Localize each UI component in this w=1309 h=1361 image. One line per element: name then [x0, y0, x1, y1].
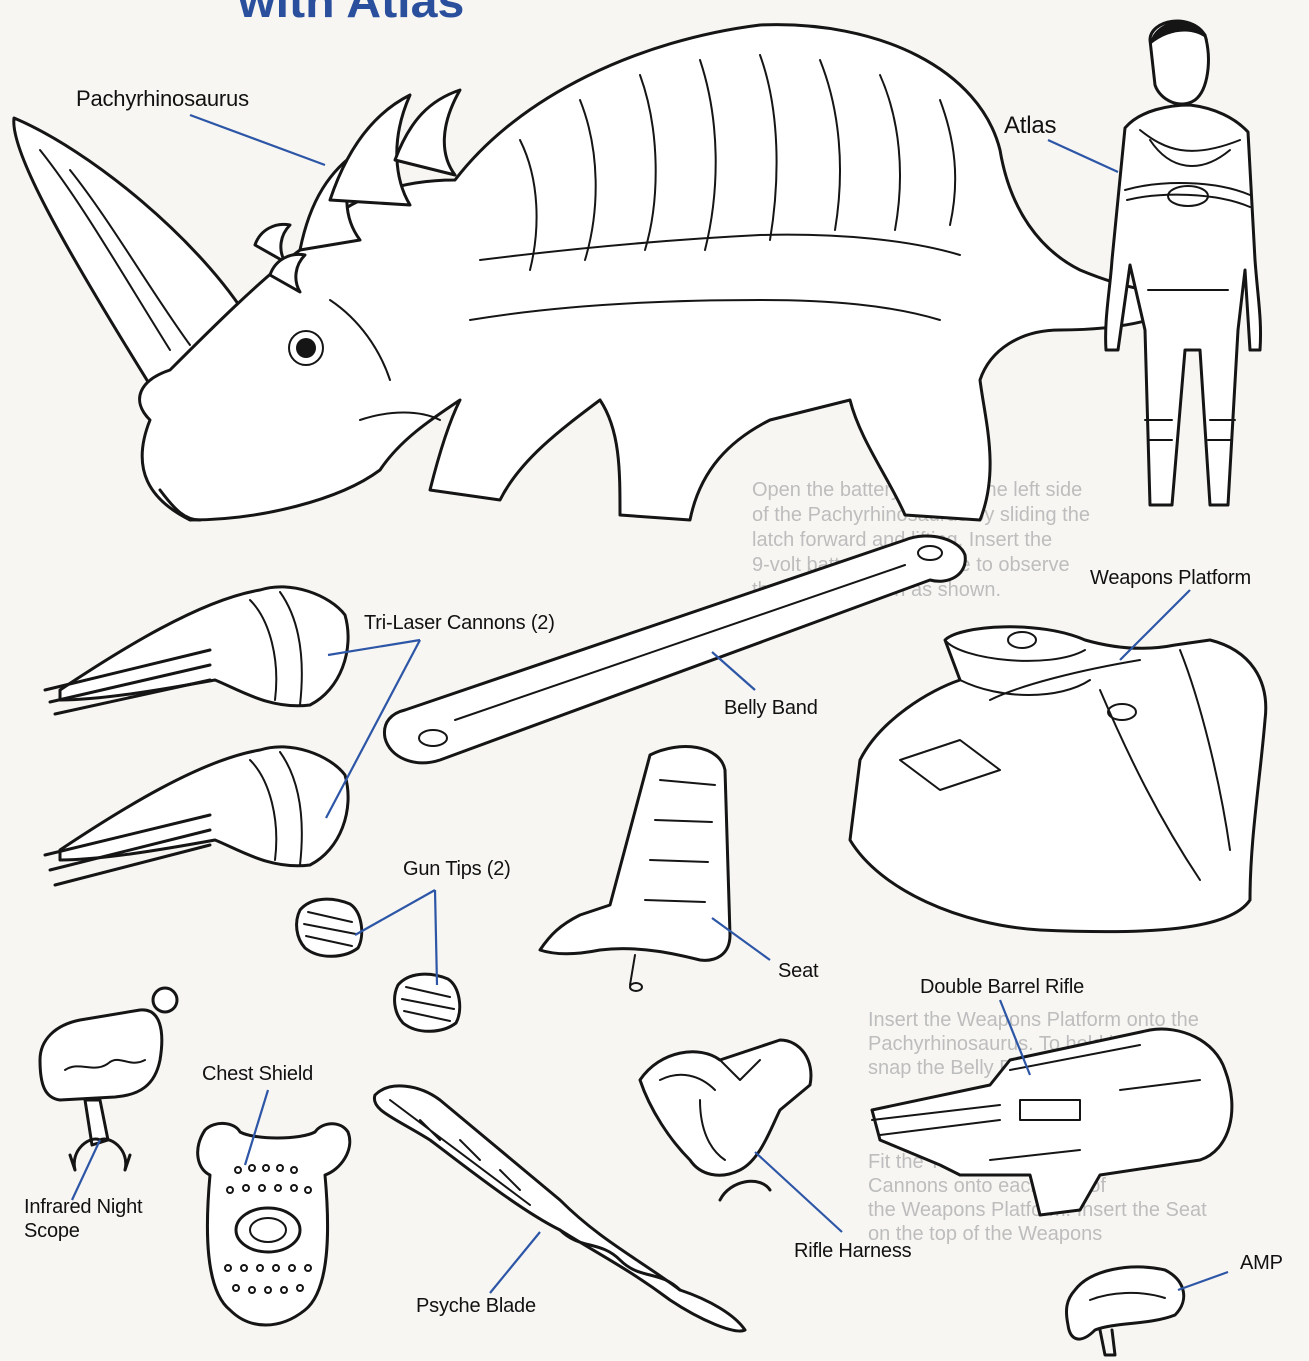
label-infrared-night-scope-line1: Infrared Night [24, 1196, 142, 1219]
label-atlas: Atlas [1004, 112, 1056, 140]
rifle-harness-illustration [640, 1040, 811, 1200]
label-infrared-night-scope-line2: Scope [24, 1220, 80, 1243]
chest-shield-illustration [198, 1123, 350, 1325]
leader-belly-band [712, 652, 755, 690]
label-double-barrel-rifle: Double Barrel Rifle [920, 976, 1084, 999]
amp-illustration [1066, 1267, 1183, 1355]
leader-psyche-blade [490, 1232, 540, 1293]
leader-gun-tips-2 [435, 890, 437, 985]
label-psyche-blade: Psyche Blade [416, 1295, 536, 1318]
label-belly-band: Belly Band [724, 697, 818, 720]
double-barrel-rifle-illustration [872, 1029, 1232, 1215]
label-seat: Seat [778, 960, 818, 983]
label-weapons-platform: Weapons Platform [1090, 567, 1251, 590]
tri-laser-cannons-illustration [45, 587, 348, 885]
atlas-figure-illustration [1106, 21, 1261, 505]
label-tri-laser-cannons: Tri-Laser Cannons (2) [364, 612, 555, 635]
seat-illustration [540, 747, 730, 991]
label-chest-shield: Chest Shield [202, 1063, 313, 1086]
label-gun-tips: Gun Tips (2) [403, 858, 511, 881]
leader-pachyrhinosaurus [190, 115, 325, 165]
leader-gun-tips-1 [355, 890, 435, 935]
leader-atlas [1048, 140, 1118, 172]
label-rifle-harness: Rifle Harness [794, 1240, 911, 1263]
infrared-night-scope-illustration [40, 988, 177, 1170]
label-amp: AMP [1240, 1252, 1283, 1275]
leader-amp [1178, 1272, 1228, 1290]
leader-rifle-harness [755, 1152, 842, 1232]
weapons-platform-illustration [850, 627, 1266, 932]
label-pachyrhinosaurus: Pachyrhinosaurus [76, 86, 249, 111]
belly-band-illustration [384, 536, 965, 763]
